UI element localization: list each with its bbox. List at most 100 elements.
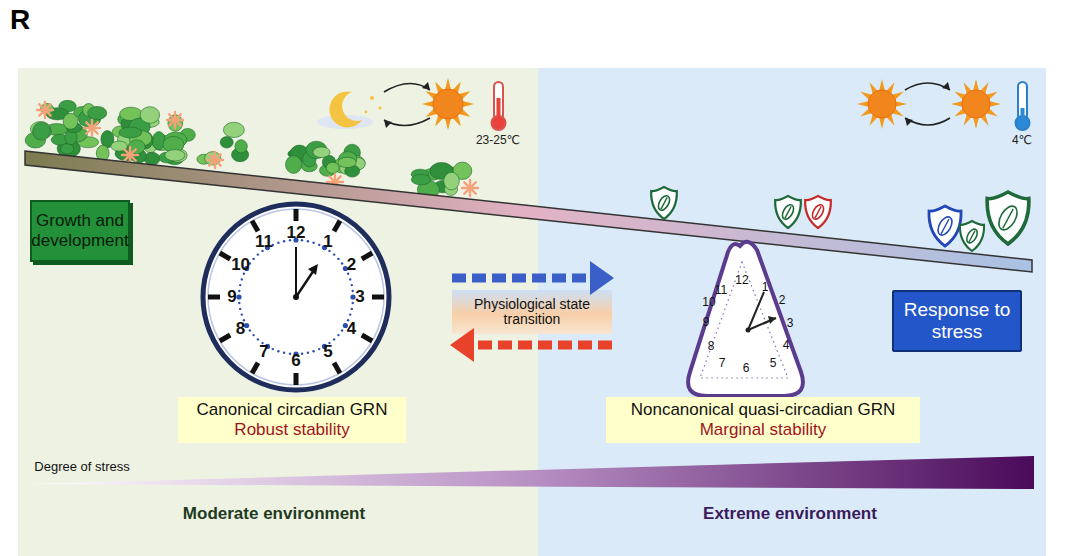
sun-disc: [962, 90, 990, 118]
minute-dot: [352, 290, 354, 292]
hour-tick: [362, 335, 372, 341]
minute-dot: [351, 284, 353, 286]
flower-petal: [45, 104, 51, 110]
sun-ray: [463, 101, 474, 107]
hour-tick: [208, 295, 220, 300]
shield-leaf: [935, 215, 955, 238]
flower-petal: [92, 122, 98, 128]
minute-dot: [252, 258, 254, 260]
clock-number: 8: [236, 320, 245, 339]
sun-ray: [896, 101, 907, 107]
flower-petal: [470, 182, 476, 188]
flower-petal: [175, 114, 181, 120]
box-subtitle: Marginal stability: [700, 420, 827, 440]
minute-dot: [238, 290, 240, 292]
panel-letter: R: [10, 5, 30, 36]
minute-dot: [249, 329, 251, 331]
suns: [422, 78, 1001, 130]
shield-leaf: [995, 203, 1021, 233]
minute-dot: [341, 329, 343, 331]
clock-number: 9: [227, 288, 236, 307]
minute-dot: [241, 278, 243, 280]
leaf: [61, 144, 74, 154]
minute-dot: [351, 308, 353, 310]
clock-number: 12: [287, 224, 306, 243]
shield: [960, 221, 984, 251]
minute-dot: [277, 242, 279, 244]
hour-tick: [220, 335, 230, 341]
clock-number: 11: [715, 284, 727, 297]
leaf: [33, 122, 51, 140]
hour-tick: [294, 209, 299, 221]
minute-dot: [252, 334, 254, 336]
clock-number: 5: [770, 357, 777, 370]
hour-tick: [220, 253, 230, 259]
clock-number: 3: [787, 317, 794, 330]
sun-disc: [868, 90, 896, 118]
sun-ray: [445, 119, 451, 130]
sun-sun-cycle-arrows: [905, 82, 950, 126]
minute-dot: [238, 302, 240, 304]
shield: [775, 196, 801, 228]
minute-dot: [333, 338, 335, 340]
hour-tick: [334, 221, 340, 231]
minute-dot: [307, 240, 309, 242]
hour-tick: [294, 373, 299, 385]
minute-dot: [239, 284, 241, 286]
minute-dot: [283, 352, 285, 354]
shield-leaf: [810, 203, 826, 221]
environment-label: Extreme environment: [703, 505, 877, 524]
hour-tick: [372, 295, 384, 300]
clock-number: 6: [291, 352, 300, 371]
shield-leaf-vein: [941, 219, 949, 234]
leaf: [63, 113, 78, 129]
minute-dot: [257, 253, 259, 255]
minute-dot: [337, 258, 339, 260]
minute-dot: [239, 308, 241, 310]
leaf: [205, 152, 221, 165]
clock-number: 8: [708, 340, 715, 353]
minute-dot: [318, 244, 320, 246]
minute-dot: [349, 278, 351, 280]
sun-ray: [990, 101, 1001, 107]
clock-number: 6: [743, 362, 750, 375]
minute-dot: [352, 302, 354, 304]
clock-number: 4: [347, 320, 356, 339]
minute-dot: [318, 348, 320, 350]
leaf: [165, 150, 185, 161]
box-title: Canonical circadian GRN: [197, 400, 388, 420]
minute-dot: [337, 334, 339, 336]
clock-number: 2: [779, 294, 786, 307]
cold-thermometer: [1016, 82, 1030, 130]
shield-leaf: [965, 227, 980, 244]
box-title: Growth and development: [31, 211, 128, 250]
leaf: [119, 127, 142, 138]
network-label-box: Canonical circadian GRNRobust stability: [178, 397, 406, 443]
leaf: [220, 137, 233, 148]
axis-label: Degree of stress: [34, 460, 129, 474]
clock-number: 7: [719, 357, 726, 370]
leaf: [411, 174, 430, 185]
shields: [651, 187, 1029, 251]
triangular-clock: [688, 242, 803, 396]
clock-pin: [293, 294, 299, 300]
leaf: [223, 122, 244, 137]
leaf: [88, 106, 107, 119]
transition-label: Physiological state transition: [462, 297, 602, 328]
clock-number: 2: [347, 256, 356, 275]
minute-dot: [341, 262, 343, 264]
environment-label: Moderate environment: [183, 505, 365, 524]
seesaw-beam: [25, 151, 1032, 272]
minute-dot: [241, 313, 243, 315]
box-subtitle: Robust stability: [234, 420, 349, 440]
shield: [987, 192, 1029, 244]
minute-dot: [312, 242, 314, 244]
state-box: Growth and development: [30, 200, 130, 262]
sun-ray: [422, 101, 433, 107]
stress-gradient: [28, 456, 1034, 489]
minute-dot: [236, 294, 241, 299]
sun-ray: [879, 118, 885, 129]
leaf: [338, 157, 356, 167]
hand-head: [308, 264, 318, 275]
